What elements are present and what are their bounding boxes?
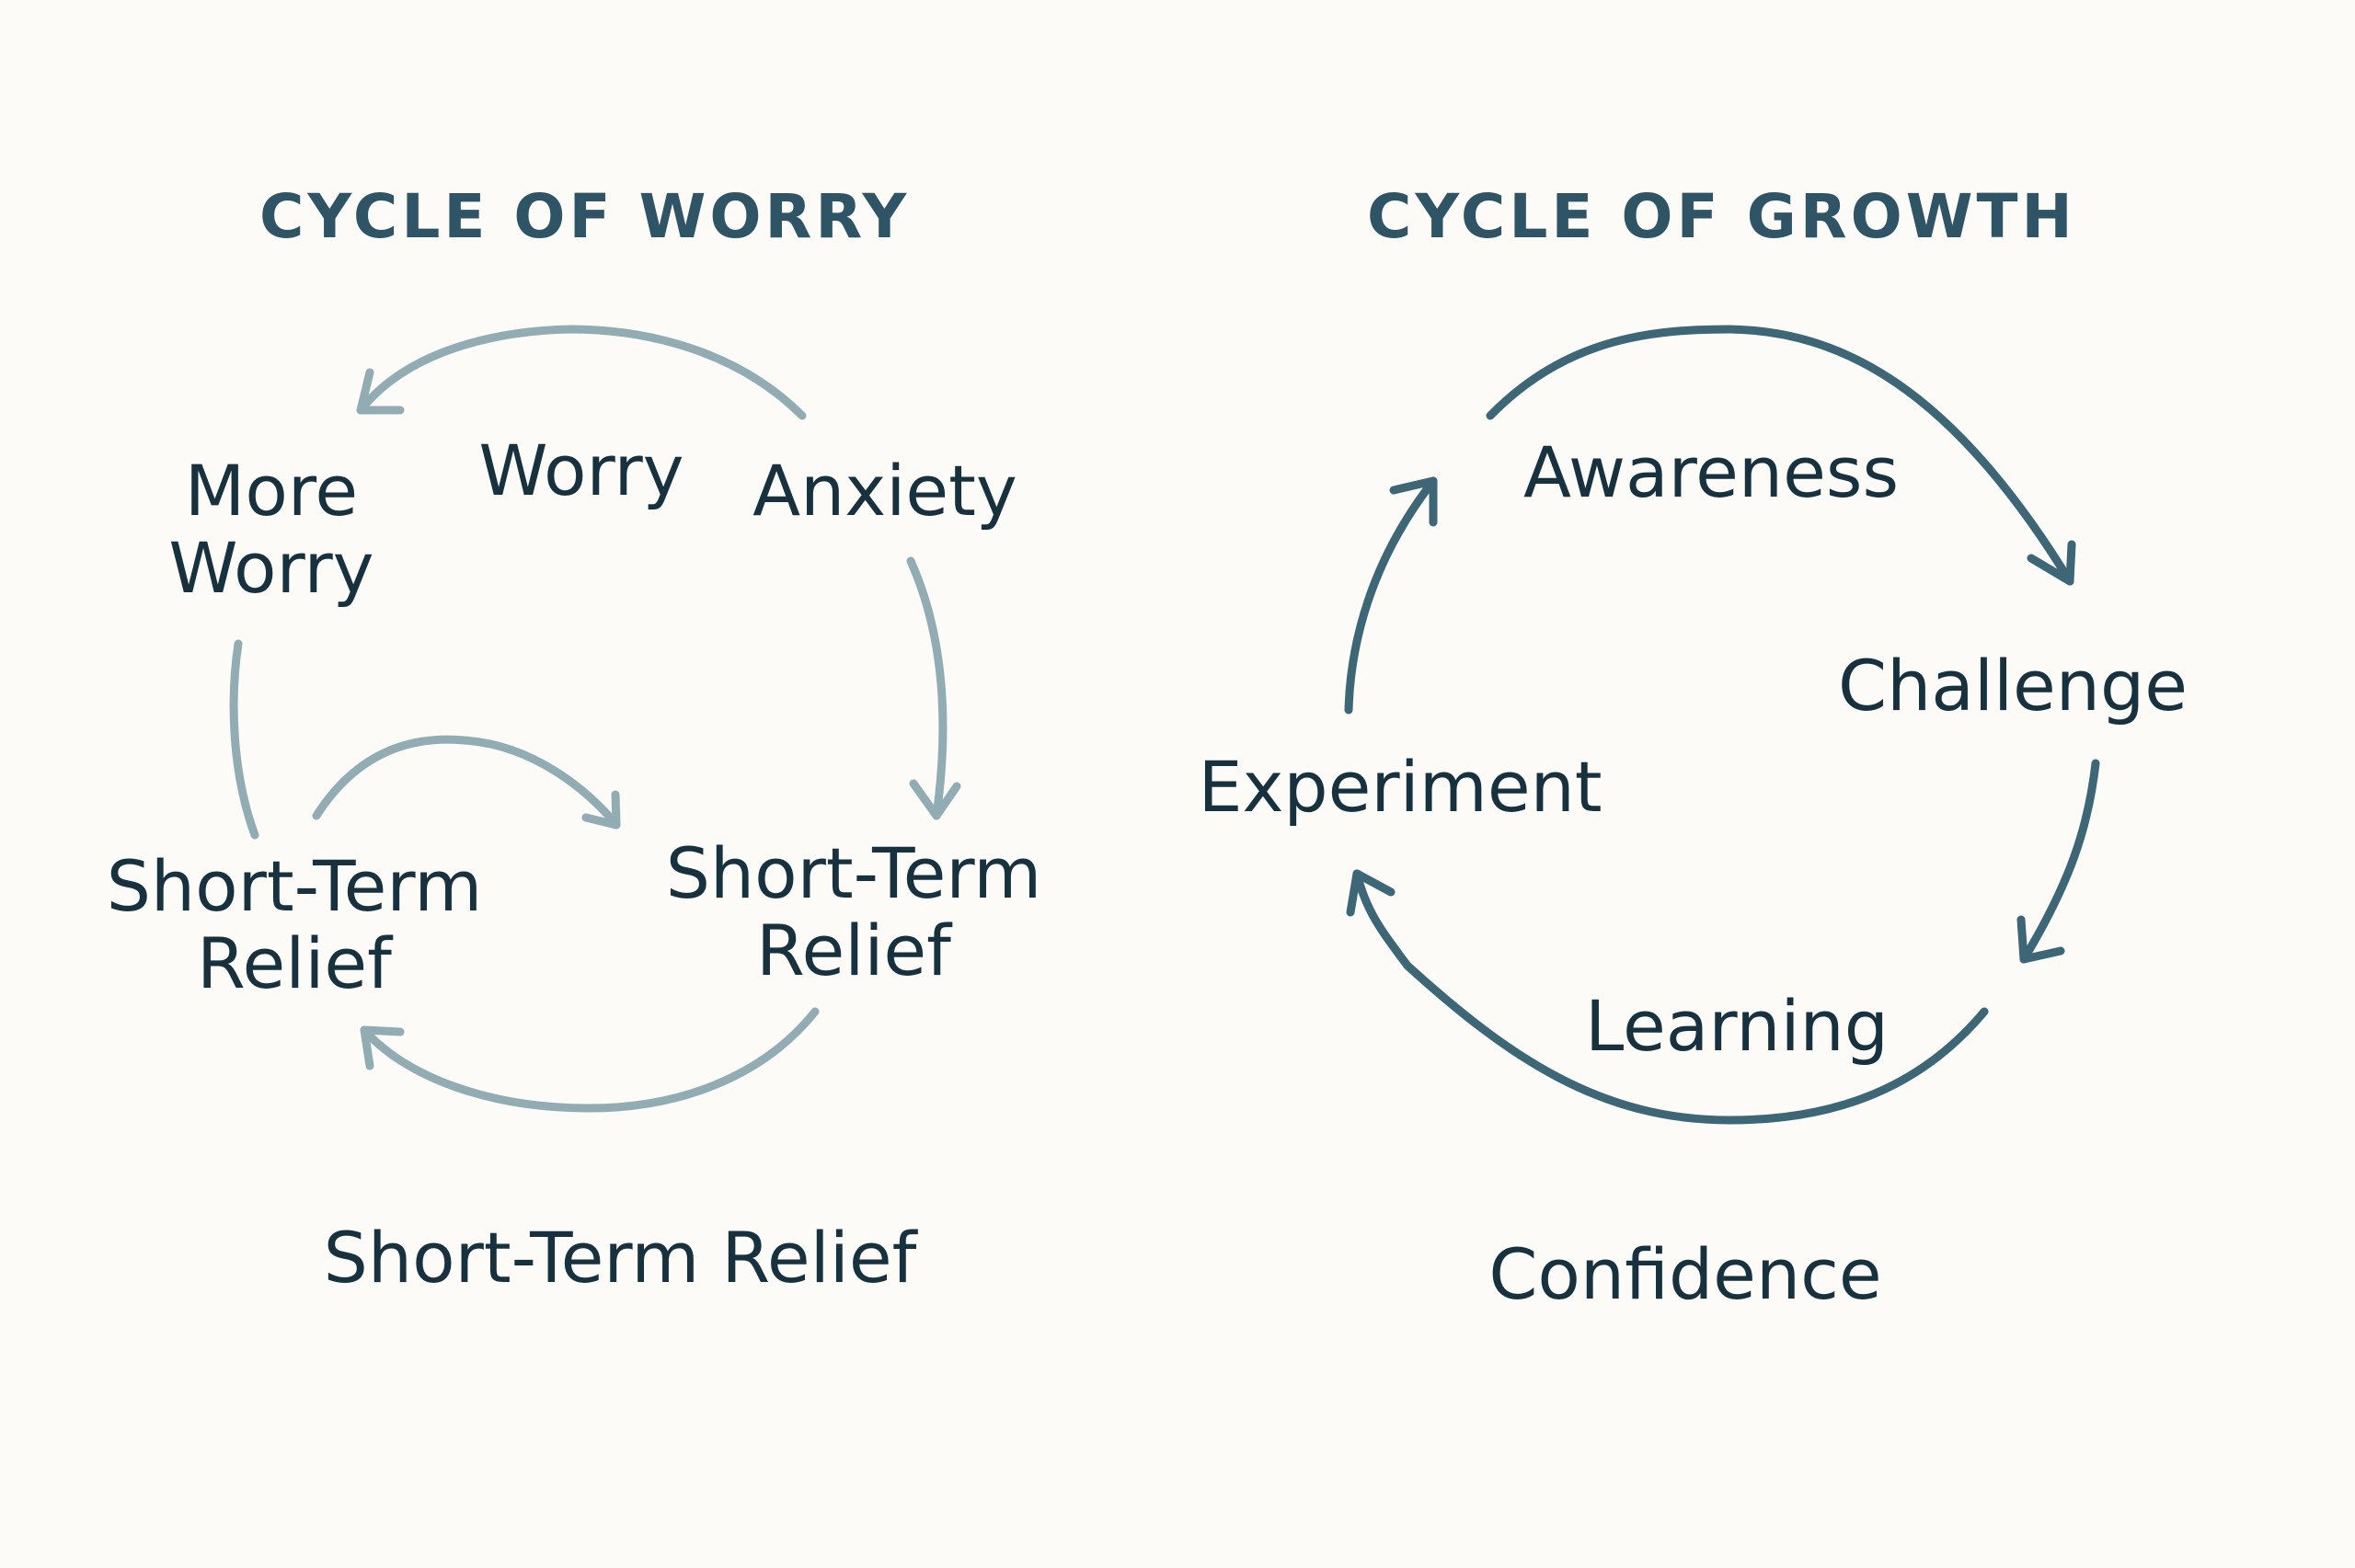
node-relief-left-line1: Short-Term: [106, 845, 483, 927]
arrow-anxiety-to-more-worry-icon: [356, 325, 807, 420]
arrow-awareness-to-challenge-icon: [1486, 325, 2076, 586]
node-anxiety: Anxiety: [752, 450, 1017, 532]
node-more-worry-line2: Worry: [168, 527, 374, 609]
arrow-relief-left-to-relief-right-icon: [312, 735, 621, 830]
node-more-worry: More Worry: [168, 452, 373, 607]
node-relief-left-line2: Relief: [197, 922, 392, 1004]
worry-cycle-title: CYCLE OF WORRY: [259, 181, 911, 252]
growth-arrows: [1344, 325, 2100, 1125]
growth-cycle-caption: Confidence: [1488, 1233, 1882, 1315]
node-short-term-relief-right: Short-Term Relief: [666, 835, 1042, 990]
node-worry: Worry: [478, 429, 684, 511]
arrow-relief-right-to-relief-left-icon: [360, 1007, 820, 1113]
node-more-worry-line1: More: [184, 450, 359, 532]
worry-arrows: [229, 325, 961, 1113]
line-relief-to-more-worry-icon: [229, 639, 259, 840]
node-relief-right-line1: Short-Term: [665, 832, 1042, 914]
node-learning: Learning: [1585, 985, 1889, 1067]
arrow-learning-to-experiment-icon: [1346, 869, 1989, 1125]
arrow-experiment-to-awareness-icon: [1344, 476, 1438, 715]
arrow-anxiety-to-relief-icon: [906, 556, 961, 820]
growth-cycle-title: CYCLE OF GROWTH: [1367, 181, 2076, 252]
node-experiment: Experiment: [1198, 746, 1603, 828]
node-challenge: Challenge: [1838, 645, 2188, 727]
arrow-challenge-to-learning-icon: [2016, 759, 2100, 964]
worry-cycle-caption: Short-Term Relief: [323, 1217, 917, 1299]
node-awareness: Awareness: [1522, 431, 1900, 513]
node-relief-right-line2: Relief: [756, 910, 951, 991]
node-short-term-relief-left: Short-Term Relief: [107, 848, 483, 1002]
